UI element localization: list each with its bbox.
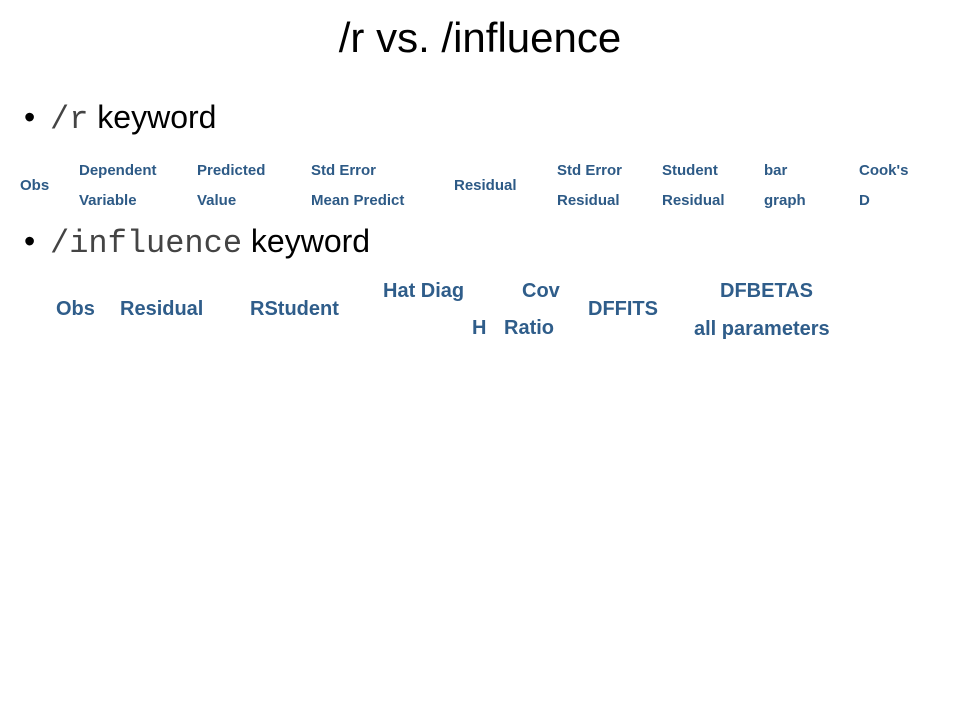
inf-col-hat-line1: Hat Diag bbox=[383, 280, 465, 302]
bullet-text: keyword bbox=[88, 99, 217, 135]
slide-title: /r vs. /influence bbox=[338, 14, 622, 61]
inf-col-rstudent: RStudent bbox=[250, 298, 339, 320]
r-col-student-line2: Residual bbox=[662, 192, 725, 209]
r-col-obs: Obs bbox=[20, 177, 50, 194]
inf-col-obs: Obs bbox=[56, 298, 95, 320]
r-col-cooks-line2: D bbox=[859, 192, 870, 209]
r-col-predicted-line2: Value bbox=[197, 192, 237, 209]
r-col-stderr-resid-line1: Std Error bbox=[557, 162, 623, 179]
inf-col-cov-line2: Ratio bbox=[504, 317, 554, 339]
inf-col-residual: Residual bbox=[120, 298, 204, 320]
r-col-residual: Residual bbox=[454, 177, 517, 194]
inf-col-hat-line2: H bbox=[472, 317, 487, 339]
bullet-influence-keyword: • /influence keyword bbox=[24, 221, 370, 264]
inf-col-dfbetas-line1: DFBETAS bbox=[720, 280, 813, 302]
r-col-bar-line1: bar bbox=[764, 162, 788, 179]
r-col-stderr-resid-line2: Residual bbox=[557, 192, 620, 209]
r-col-predicted-line1: Predicted bbox=[197, 162, 266, 179]
bullet-dot-icon: • bbox=[24, 99, 36, 135]
bullet-dot-icon: • bbox=[24, 223, 36, 259]
inf-col-cov-line1: Cov bbox=[522, 280, 560, 302]
bullet-r-keyword: • /r keyword bbox=[24, 97, 216, 140]
r-col-stderr-mean-line2: Mean Predict bbox=[311, 192, 405, 209]
bullet-text: keyword bbox=[242, 223, 371, 259]
inf-col-dffits: DFFITS bbox=[588, 298, 658, 320]
inf-col-dfbetas-line2: all parameters bbox=[694, 318, 830, 340]
r-col-dependent-line1: Dependent bbox=[79, 162, 157, 179]
r-col-cooks-line1: Cook's bbox=[859, 162, 909, 179]
bullet-keyword: /r bbox=[50, 101, 89, 138]
r-col-dependent-line2: Variable bbox=[79, 192, 137, 209]
r-col-stderr-mean-line1: Std Error bbox=[311, 162, 377, 179]
r-col-bar-line2: graph bbox=[764, 192, 806, 209]
bullet-keyword: /influence bbox=[50, 225, 243, 262]
r-col-student-line1: Student bbox=[662, 162, 718, 179]
